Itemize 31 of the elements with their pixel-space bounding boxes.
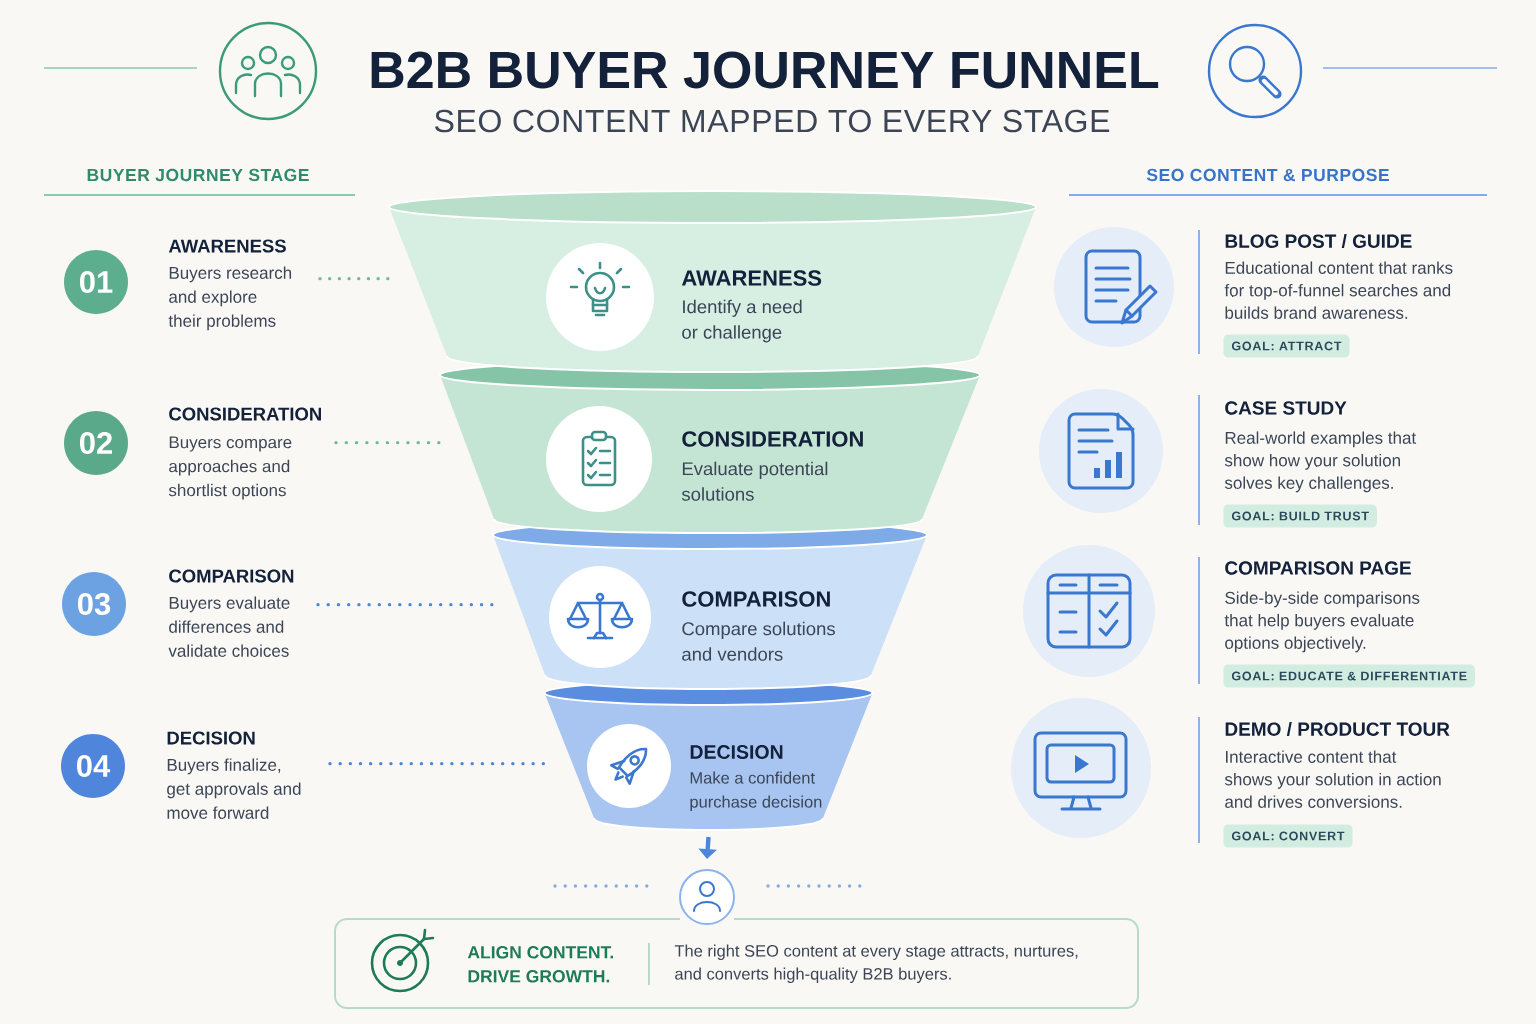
subtitle: SEO CONTENT MAPPED TO EVERY STAGE [434, 109, 1110, 133]
dotted-line [316, 602, 495, 607]
stage-heading: AWARENESS [168, 239, 286, 253]
dotted-line [328, 761, 547, 766]
content-description: Interactive content that shows your solution in action and drives conversions. [1224, 750, 1441, 808]
goal-tag: GOAL: ATTRACT [1223, 334, 1350, 358]
dotted-line [318, 276, 391, 281]
column-heading: BUYER JOURNEY STAGE [87, 168, 309, 182]
content-description: Side-by-side comparisons that help buyers evaluate options objectively. [1224, 591, 1420, 653]
summary-text: The right SEO content at every stage attracts, nurtures, and converts high-quality B2B buyers. [674, 944, 1078, 983]
stage-heading: COMPARISON [169, 569, 294, 583]
goal-tag: GOAL: BUILD TRUST [1223, 504, 1377, 528]
slogan: ALIGN CONTENT. DRIVE GROWTH. [467, 946, 613, 983]
content-description: Real-world examples that show how your solution solves key challenges. [1224, 431, 1417, 493]
stage-description: Buyers compare approaches and shortlist options [168, 436, 292, 500]
content-description: Educational content that ranks for top-of-funnel searches and builds brand awareness. [1224, 261, 1453, 319]
content-heading: DEMO / PRODUCT TOUR [1225, 721, 1450, 737]
title: B2B BUYER JOURNEY FUNNEL [371, 51, 1159, 89]
stage-heading: DECISION [167, 731, 255, 745]
dotted-line [334, 440, 442, 445]
column-heading: SEO CONTENT & PURPOSE [1146, 168, 1389, 182]
goal-tag: GOAL: CONVERT [1223, 824, 1353, 848]
content-heading: COMPARISON PAGE [1225, 561, 1411, 575]
person-icon [679, 869, 735, 925]
content-heading: BLOG POST / GUIDE [1225, 233, 1412, 249]
content-heading: CASE STUDY [1225, 401, 1347, 415]
stage-description: Buyers finalize, get approvals and move forward [167, 758, 301, 819]
goal-tag: GOAL: EDUCATE & DIFFERENTIATE [1223, 664, 1476, 688]
stage-description: Buyers research and explore their problems [168, 266, 292, 331]
stage-description: Buyers evaluate differences and validate choices [168, 596, 290, 657]
stage-heading: CONSIDERATION [169, 407, 321, 421]
